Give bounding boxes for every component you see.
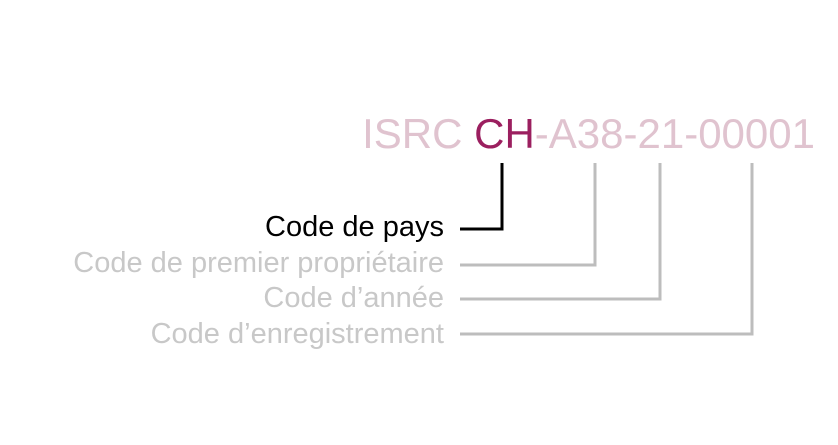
label-owner-code: Code de premier propriétaire [73, 247, 444, 279]
connector-country-code [460, 163, 504, 231]
isrc-code: ISRC CH-A38-21-00001 [362, 110, 815, 157]
label-registration-code: Code d’enregistrement [151, 318, 444, 350]
isrc-country-segment: CH [474, 110, 535, 157]
label-country-code: Code de pays [265, 211, 444, 243]
connector-owner-code [460, 163, 597, 267]
isrc-rest-segment: -A38-21-00001 [535, 110, 815, 157]
connector-year-code [460, 163, 662, 301]
connector-registration-code [460, 163, 754, 336]
label-year-code: Code d’année [263, 282, 444, 314]
isrc-prefix: ISRC [362, 110, 474, 157]
